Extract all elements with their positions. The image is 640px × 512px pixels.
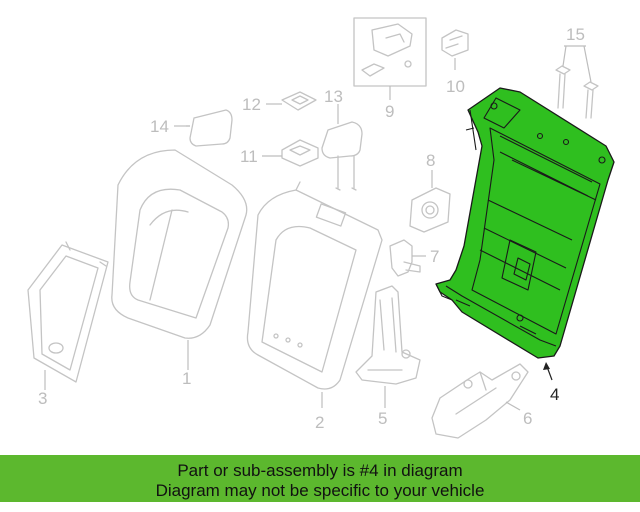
part-6-hinge-bracket[interactable]: [431, 363, 529, 439]
banner-background: [0, 455, 640, 502]
callout-3: 3: [38, 389, 47, 408]
callout-11: 11: [240, 147, 258, 166]
part-info-banner: Part or sub-assembly is #4 in diagram Di…: [0, 455, 640, 512]
part-10-latch-bracket[interactable]: [441, 29, 469, 57]
callout-1: 1: [182, 369, 191, 388]
part-7-clip[interactable]: [389, 239, 421, 277]
callout-14: 14: [150, 117, 169, 136]
part-2-seat-back-frame-cover[interactable]: [246, 181, 383, 390]
callout-10: 10: [446, 77, 465, 96]
callout-15: 15: [566, 25, 585, 44]
callout-12: 12: [242, 95, 261, 114]
parts-diagram: 3 14 1 2 12 11 13: [27, 17, 615, 439]
part-4-seat-back-frame[interactable]: [435, 87, 615, 359]
part-8-recliner[interactable]: [409, 187, 451, 233]
part-12-headrest-guide[interactable]: [281, 91, 317, 111]
callout-4: 4: [550, 385, 559, 404]
banner-disclaimer: Diagram may not be specific to your vehi…: [155, 481, 485, 500]
part-13-headrest[interactable]: [321, 121, 363, 191]
part-3-side-panel[interactable]: [27, 241, 109, 383]
callout-13: 13: [324, 87, 343, 106]
part-9-bracket-box[interactable]: [353, 17, 427, 87]
part-11-headrest-guide[interactable]: [281, 139, 319, 167]
callout-8: 8: [426, 151, 435, 170]
callout-7: 7: [430, 247, 439, 266]
callout-6: 6: [523, 409, 532, 428]
callout-2: 2: [315, 413, 324, 432]
callout-5: 5: [378, 409, 387, 428]
part-14-headrest[interactable]: [189, 109, 233, 147]
part-15-bolts[interactable]: [555, 65, 599, 119]
part-1-seat-back-cover[interactable]: [111, 149, 248, 339]
part-5-bracket[interactable]: [355, 285, 421, 385]
banner-part-message: Part or sub-assembly is #4 in diagram: [177, 461, 463, 480]
callout-9: 9: [385, 102, 394, 121]
